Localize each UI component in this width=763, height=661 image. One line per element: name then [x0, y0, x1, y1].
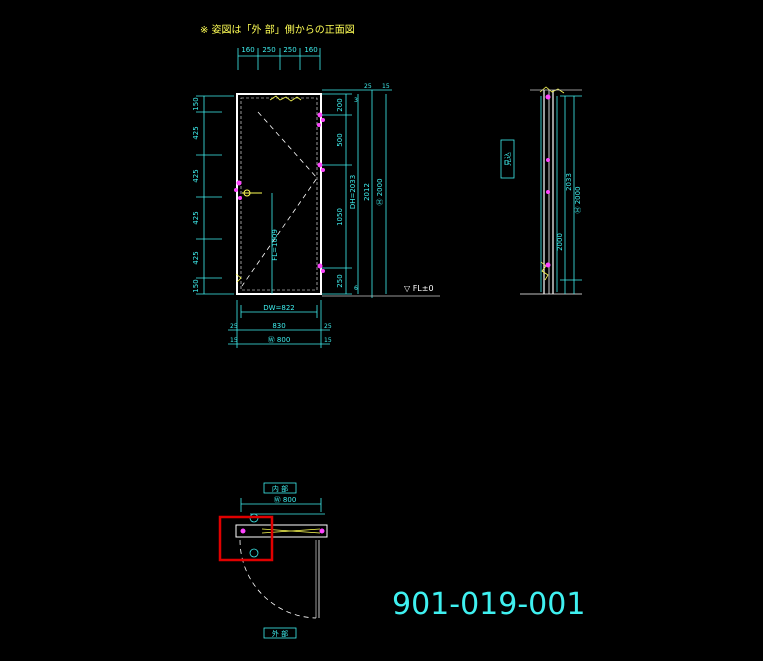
floor-level-label: ▽ FL±0: [404, 284, 434, 293]
hinge-icons: [234, 112, 325, 273]
top-offset-2: 15: [382, 83, 390, 90]
left-dim-4: 425: [192, 211, 200, 224]
left-dim-6: 150: [192, 279, 200, 292]
top-dim-2: 250: [262, 46, 275, 54]
left-dim-3: 425: [192, 169, 200, 182]
swing-arc: [239, 539, 317, 619]
swing-indication: [241, 111, 318, 287]
door-leaf-outline: [240, 97, 318, 291]
top-dim-3: 250: [283, 46, 296, 54]
handle-height-label: FL=1009: [271, 229, 279, 261]
plan-width-label: Ⓦ 800: [274, 496, 297, 504]
side-dim-left-a: 25: [230, 323, 238, 330]
side-overall-label: Ⓗ 2000: [574, 186, 582, 213]
highlight-box: [218, 515, 274, 562]
inner-width-label: 830: [272, 322, 285, 330]
inside-tag-box: [263, 482, 297, 494]
side-dim-right-a: 25: [324, 323, 332, 330]
left-dim-1: 150: [192, 97, 200, 110]
view-tag-label: 見込: [503, 152, 512, 166]
width-label: Ⓦ 800: [268, 336, 291, 344]
plan-frame: [235, 524, 328, 538]
total-height-label: 2012: [363, 183, 371, 201]
inside-label: 内 部: [272, 484, 288, 493]
outside-tag-box: [263, 627, 297, 639]
drawing-number: 901-019-001: [392, 587, 585, 622]
side-height-label: 2000: [556, 233, 564, 251]
side-dh-label: 2033: [565, 173, 573, 191]
view-tag-box: [500, 139, 515, 179]
right-dim-3: 1050: [336, 208, 344, 226]
plan-marker-bottom: [249, 548, 259, 558]
overall-height-label: Ⓗ 2000: [376, 178, 384, 205]
left-dim-2: 425: [192, 126, 200, 139]
door-frame: [236, 93, 322, 295]
right-dim-2: 500: [336, 133, 344, 146]
lever-handle-icon: [243, 189, 251, 197]
top-dim-1: 160: [241, 46, 254, 54]
right-dim-1: 200: [336, 98, 344, 111]
side-dim-right-b: 15: [324, 337, 332, 344]
small-dim-top: 3: [354, 97, 358, 104]
top-dim-4: 160: [304, 46, 317, 54]
right-dim-4: 250: [336, 274, 344, 287]
dh-label: DH=2033: [349, 175, 357, 209]
front-elevation: 160 250 250 160 150 425 425 425 425 150 …: [192, 46, 440, 348]
small-dim-bottom: 6: [354, 285, 358, 292]
outside-label: 外 部: [272, 629, 288, 638]
view-note: ※ 姿図は「外 部」側からの正面図: [200, 23, 355, 36]
side-section-view: 見込 2000 2033 Ⓗ 2000: [500, 86, 582, 295]
closer-hardware: [269, 95, 302, 102]
side-dim-left-b: 15: [230, 337, 238, 344]
top-offset-1: 25: [364, 83, 372, 90]
plan-view: 内 部 Ⓦ 800 外 部: [218, 482, 328, 639]
dw-label: DW=822: [263, 304, 295, 312]
left-dim-5: 425: [192, 251, 200, 264]
